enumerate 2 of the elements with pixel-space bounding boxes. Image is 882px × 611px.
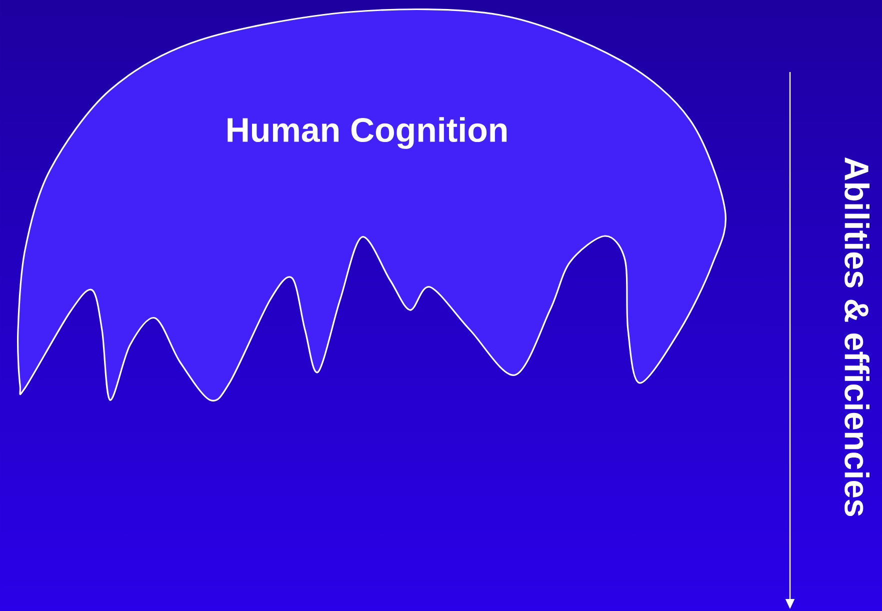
cognition-blob: Human Cognition [17, 8, 726, 402]
axis-label: Abilities & efficiencies [844, 157, 870, 516]
